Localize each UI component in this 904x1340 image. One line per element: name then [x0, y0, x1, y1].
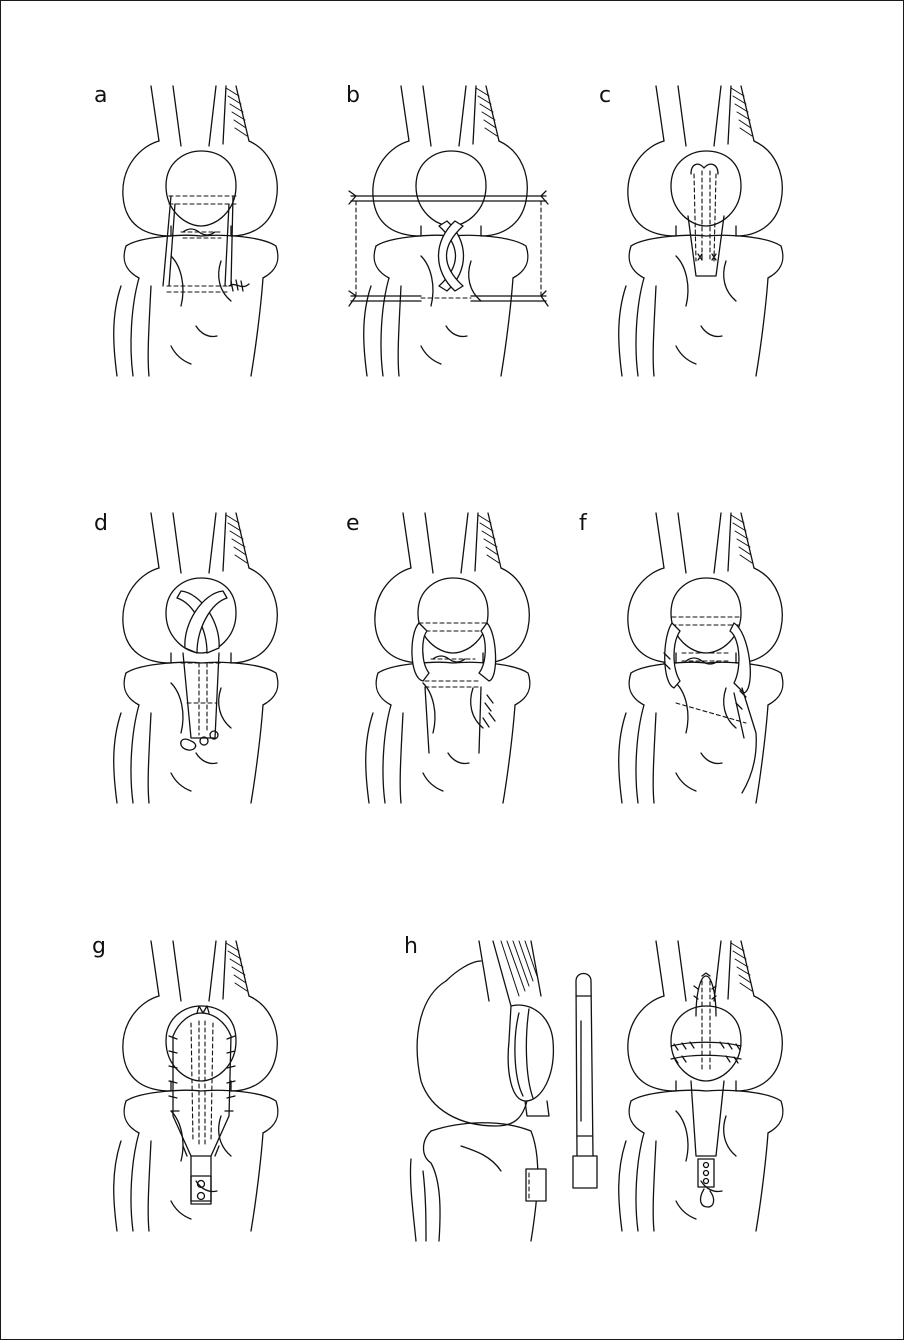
panel-label-c: c: [599, 85, 611, 107]
knee-illustration-g: [111, 941, 291, 1231]
panel-label-e: e: [346, 513, 360, 535]
knee-illustration-f: [616, 513, 796, 803]
panel-label-g: g: [92, 936, 106, 958]
knee-illustration-d: [111, 513, 291, 803]
knee-illustration-h-right: [616, 941, 796, 1231]
knee-illustration-a: [111, 86, 291, 376]
panel-label-d: d: [94, 513, 108, 535]
panel-label-f: f: [579, 513, 587, 535]
panel-label-a: a: [94, 85, 107, 107]
knee-illustration-b: [346, 86, 556, 376]
knee-lateral-illustration-h: [401, 941, 616, 1241]
knee-illustration-c: [616, 86, 796, 376]
knee-illustration-e: [363, 513, 543, 803]
